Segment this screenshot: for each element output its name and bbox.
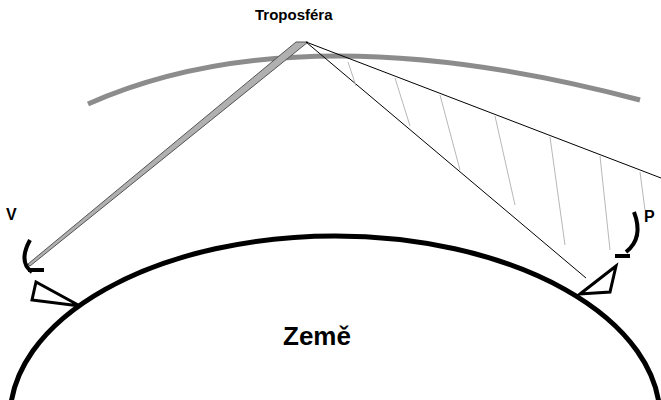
- scatter-line: [306, 42, 661, 178]
- earth-outline: [7, 233, 661, 400]
- earth-shape: Země: [7, 233, 661, 400]
- transmit-beam: [28, 42, 308, 266]
- diagram-label: V: [6, 206, 17, 224]
- antenna-symbol: [24, 240, 80, 306]
- antenna-symbol: [580, 212, 638, 294]
- diagram-label: P: [644, 208, 655, 226]
- node-text: Země: [283, 321, 351, 352]
- diagram-label: Troposféra: [255, 6, 333, 23]
- scatter-hatch: [348, 62, 645, 250]
- troposphere-arc: [88, 56, 640, 104]
